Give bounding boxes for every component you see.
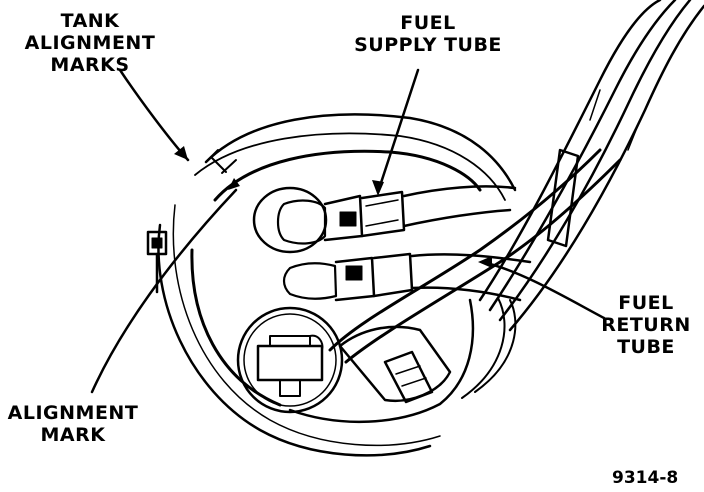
- label-fuel-return-tube: FUEL RETURN TUBE: [598, 292, 694, 358]
- label-alignment-line-2: MARK: [40, 424, 106, 446]
- label-return-line-2: RETURN: [601, 314, 691, 336]
- figure-number: 9314-8: [612, 468, 679, 488]
- label-tank-alignment-marks: TANK ALIGNMENT MARKS: [10, 10, 170, 76]
- leader-alignment-mark: [90, 188, 238, 394]
- label-alignment-line-1: ALIGNMENT: [7, 402, 139, 424]
- label-supply-line-2: SUPPLY TUBE: [354, 34, 502, 56]
- label-return-line-1: FUEL: [618, 292, 674, 314]
- label-tank-line-2: ALIGNMENT: [24, 32, 156, 54]
- wire-harness-bundle: [461, 0, 704, 399]
- label-alignment-mark: ALIGNMENT MARK: [2, 402, 144, 446]
- leader-arrowheads: [174, 146, 492, 268]
- leader-fuel-return-tube: [480, 260, 606, 320]
- leader-lines: [90, 68, 606, 394]
- fuel-return-fitting: [282, 252, 532, 302]
- label-tank-line-1: TANK: [60, 10, 120, 32]
- fuel-supply-fitting: [252, 185, 517, 254]
- label-fuel-supply-tube: FUEL SUPPLY TUBE: [348, 12, 508, 56]
- leader-fuel-supply-tube: [376, 68, 420, 194]
- pump-outlet: [236, 306, 344, 414]
- label-supply-line-1: FUEL: [400, 12, 456, 34]
- tank-alignment-tick: [205, 149, 237, 174]
- leader-tank-alignment-marks: [118, 68, 190, 162]
- label-tank-line-3: MARKS: [50, 54, 130, 76]
- label-return-line-3: TUBE: [617, 336, 675, 358]
